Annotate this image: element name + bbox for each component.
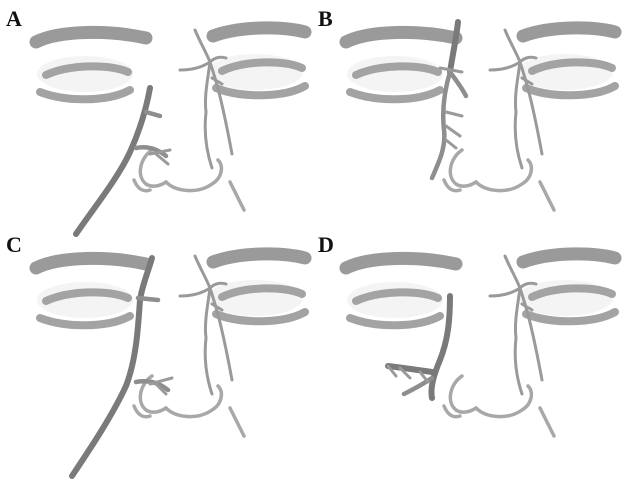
panel-label-c: C	[6, 232, 22, 257]
panel-label-d: D	[318, 232, 334, 257]
panel-a: A	[6, 6, 305, 234]
panel-d: D	[318, 232, 615, 436]
panel-label-a: A	[6, 6, 22, 31]
panel-c: C	[6, 232, 305, 476]
facial-vein-variant-a	[76, 88, 170, 234]
panel-label-b: B	[318, 6, 333, 31]
panel-b: B	[318, 6, 615, 210]
facial-vein-variant-b	[432, 22, 466, 178]
